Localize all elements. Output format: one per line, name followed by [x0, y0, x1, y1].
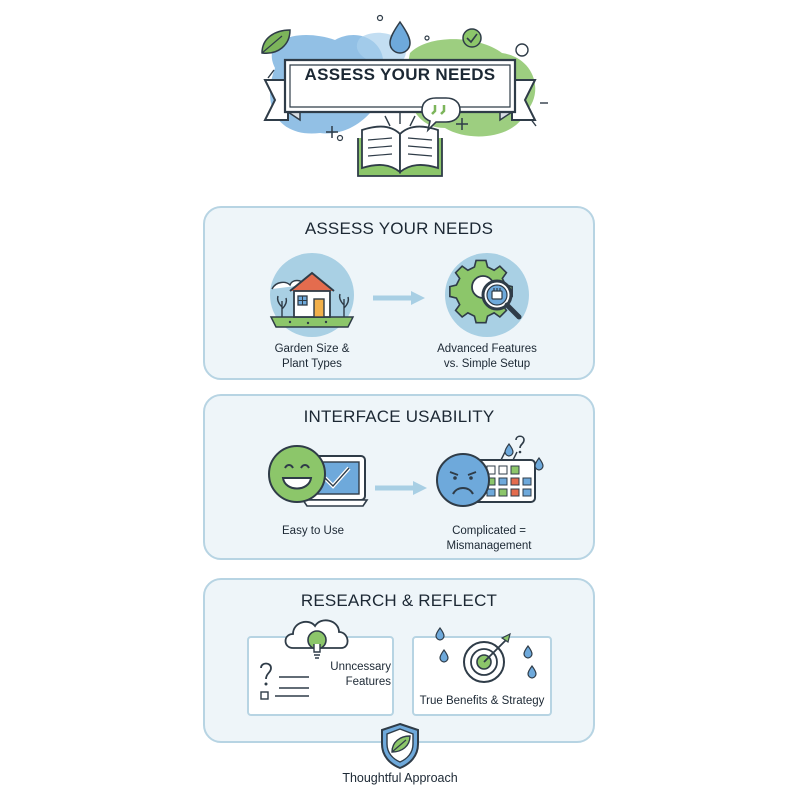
- caption-unnecessary: Unncessary Features: [330, 661, 391, 688]
- target-drops-icon: [432, 624, 540, 688]
- panel-research-reflect: RESEARCH & REFLECT Unncessary Features: [203, 578, 595, 743]
- leaf-icon: [261, 29, 291, 54]
- panel-assess-needs: ASSESS YOUR NEEDS: [203, 206, 595, 380]
- card-true-benefits: True Benefits & Strategy: [412, 626, 552, 716]
- ribbon-banner: [263, 58, 537, 122]
- shield-leaf-icon: [378, 722, 422, 770]
- water-drop-icon: [389, 20, 411, 54]
- arrow-connector: [371, 288, 429, 308]
- caption-advanced-features: Advanced Features vs. Simple Setup: [437, 343, 537, 370]
- smiley-tablet-icon: [267, 440, 369, 512]
- panel-interface-usability: INTERFACE USABILITY: [203, 394, 595, 560]
- footer-label: Thoughtful Approach: [342, 771, 458, 785]
- check-circle-icon: [462, 28, 482, 48]
- house-garden-icon: [268, 251, 356, 339]
- cloud-lightbulb-icon: [281, 614, 353, 668]
- gear-magnifier-icon: [443, 251, 531, 339]
- open-book-icon: [357, 112, 443, 177]
- panel-title: RESEARCH & REFLECT: [300, 591, 498, 610]
- caption-easy-to-use: Easy to Use: [282, 525, 344, 537]
- panel-title: INTERFACE USABILITY: [303, 407, 495, 426]
- banner-title: ASSESS YOUR NEEDS: [304, 65, 496, 84]
- caption-garden-size: Garden Size & Plant Types: [274, 343, 350, 370]
- panel-title: ASSESS YOUR NEEDS: [304, 219, 494, 238]
- caption-true-benefits: True Benefits & Strategy: [419, 695, 545, 707]
- question-list-icon: [257, 662, 313, 702]
- sad-keypad-icon: [433, 432, 545, 514]
- caption-complicated: Complicated = Mismanagement: [446, 525, 532, 552]
- arrow-connector: [373, 478, 431, 498]
- speech-bubble-icon: [421, 97, 461, 133]
- header-illustration: [240, 8, 560, 183]
